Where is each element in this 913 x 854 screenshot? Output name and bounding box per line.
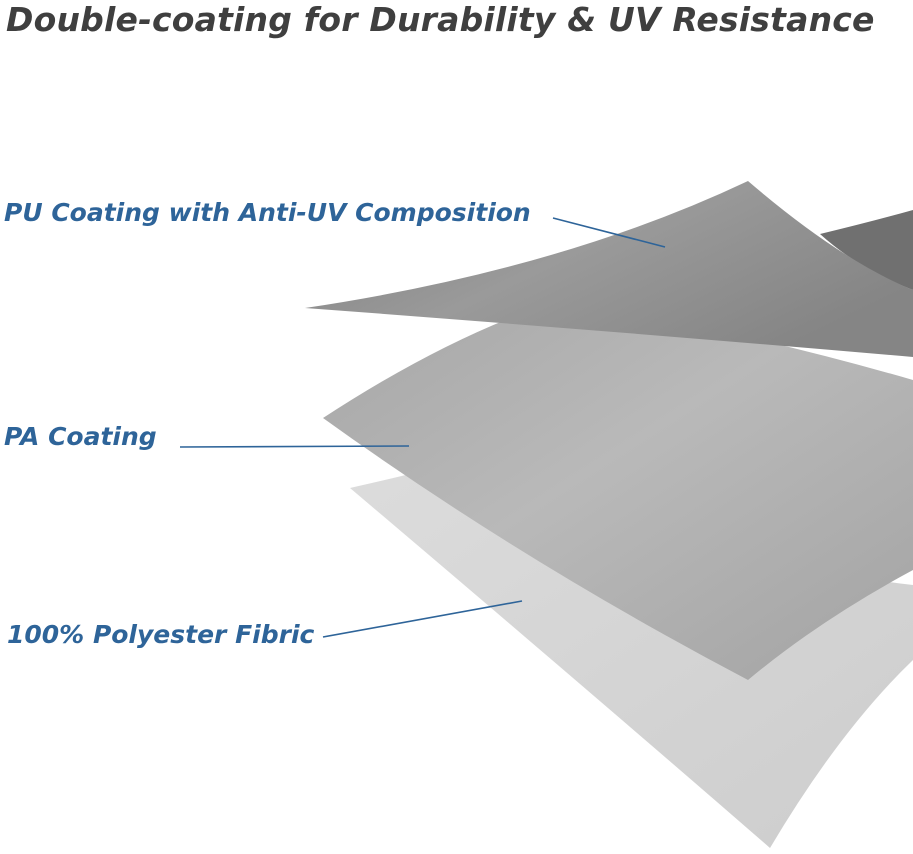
polyester-leader-line [322,600,523,638]
polyester-fabric-layer [350,458,913,848]
pu-coating-label: PU Coating with Anti-UV Composition [4,198,531,227]
pa-coating-layer [323,300,913,680]
pu-coating-layer [305,181,913,357]
polyester-fabric-label: 100% Polyester Fibric [7,620,315,649]
pu-coating-back-flap [820,210,913,290]
pu-leader-line [552,217,666,248]
page-title: Double-coating for Durability & UV Resis… [6,0,875,39]
pa-leader-line [179,445,410,448]
pa-coating-label: PA Coating [4,422,157,451]
